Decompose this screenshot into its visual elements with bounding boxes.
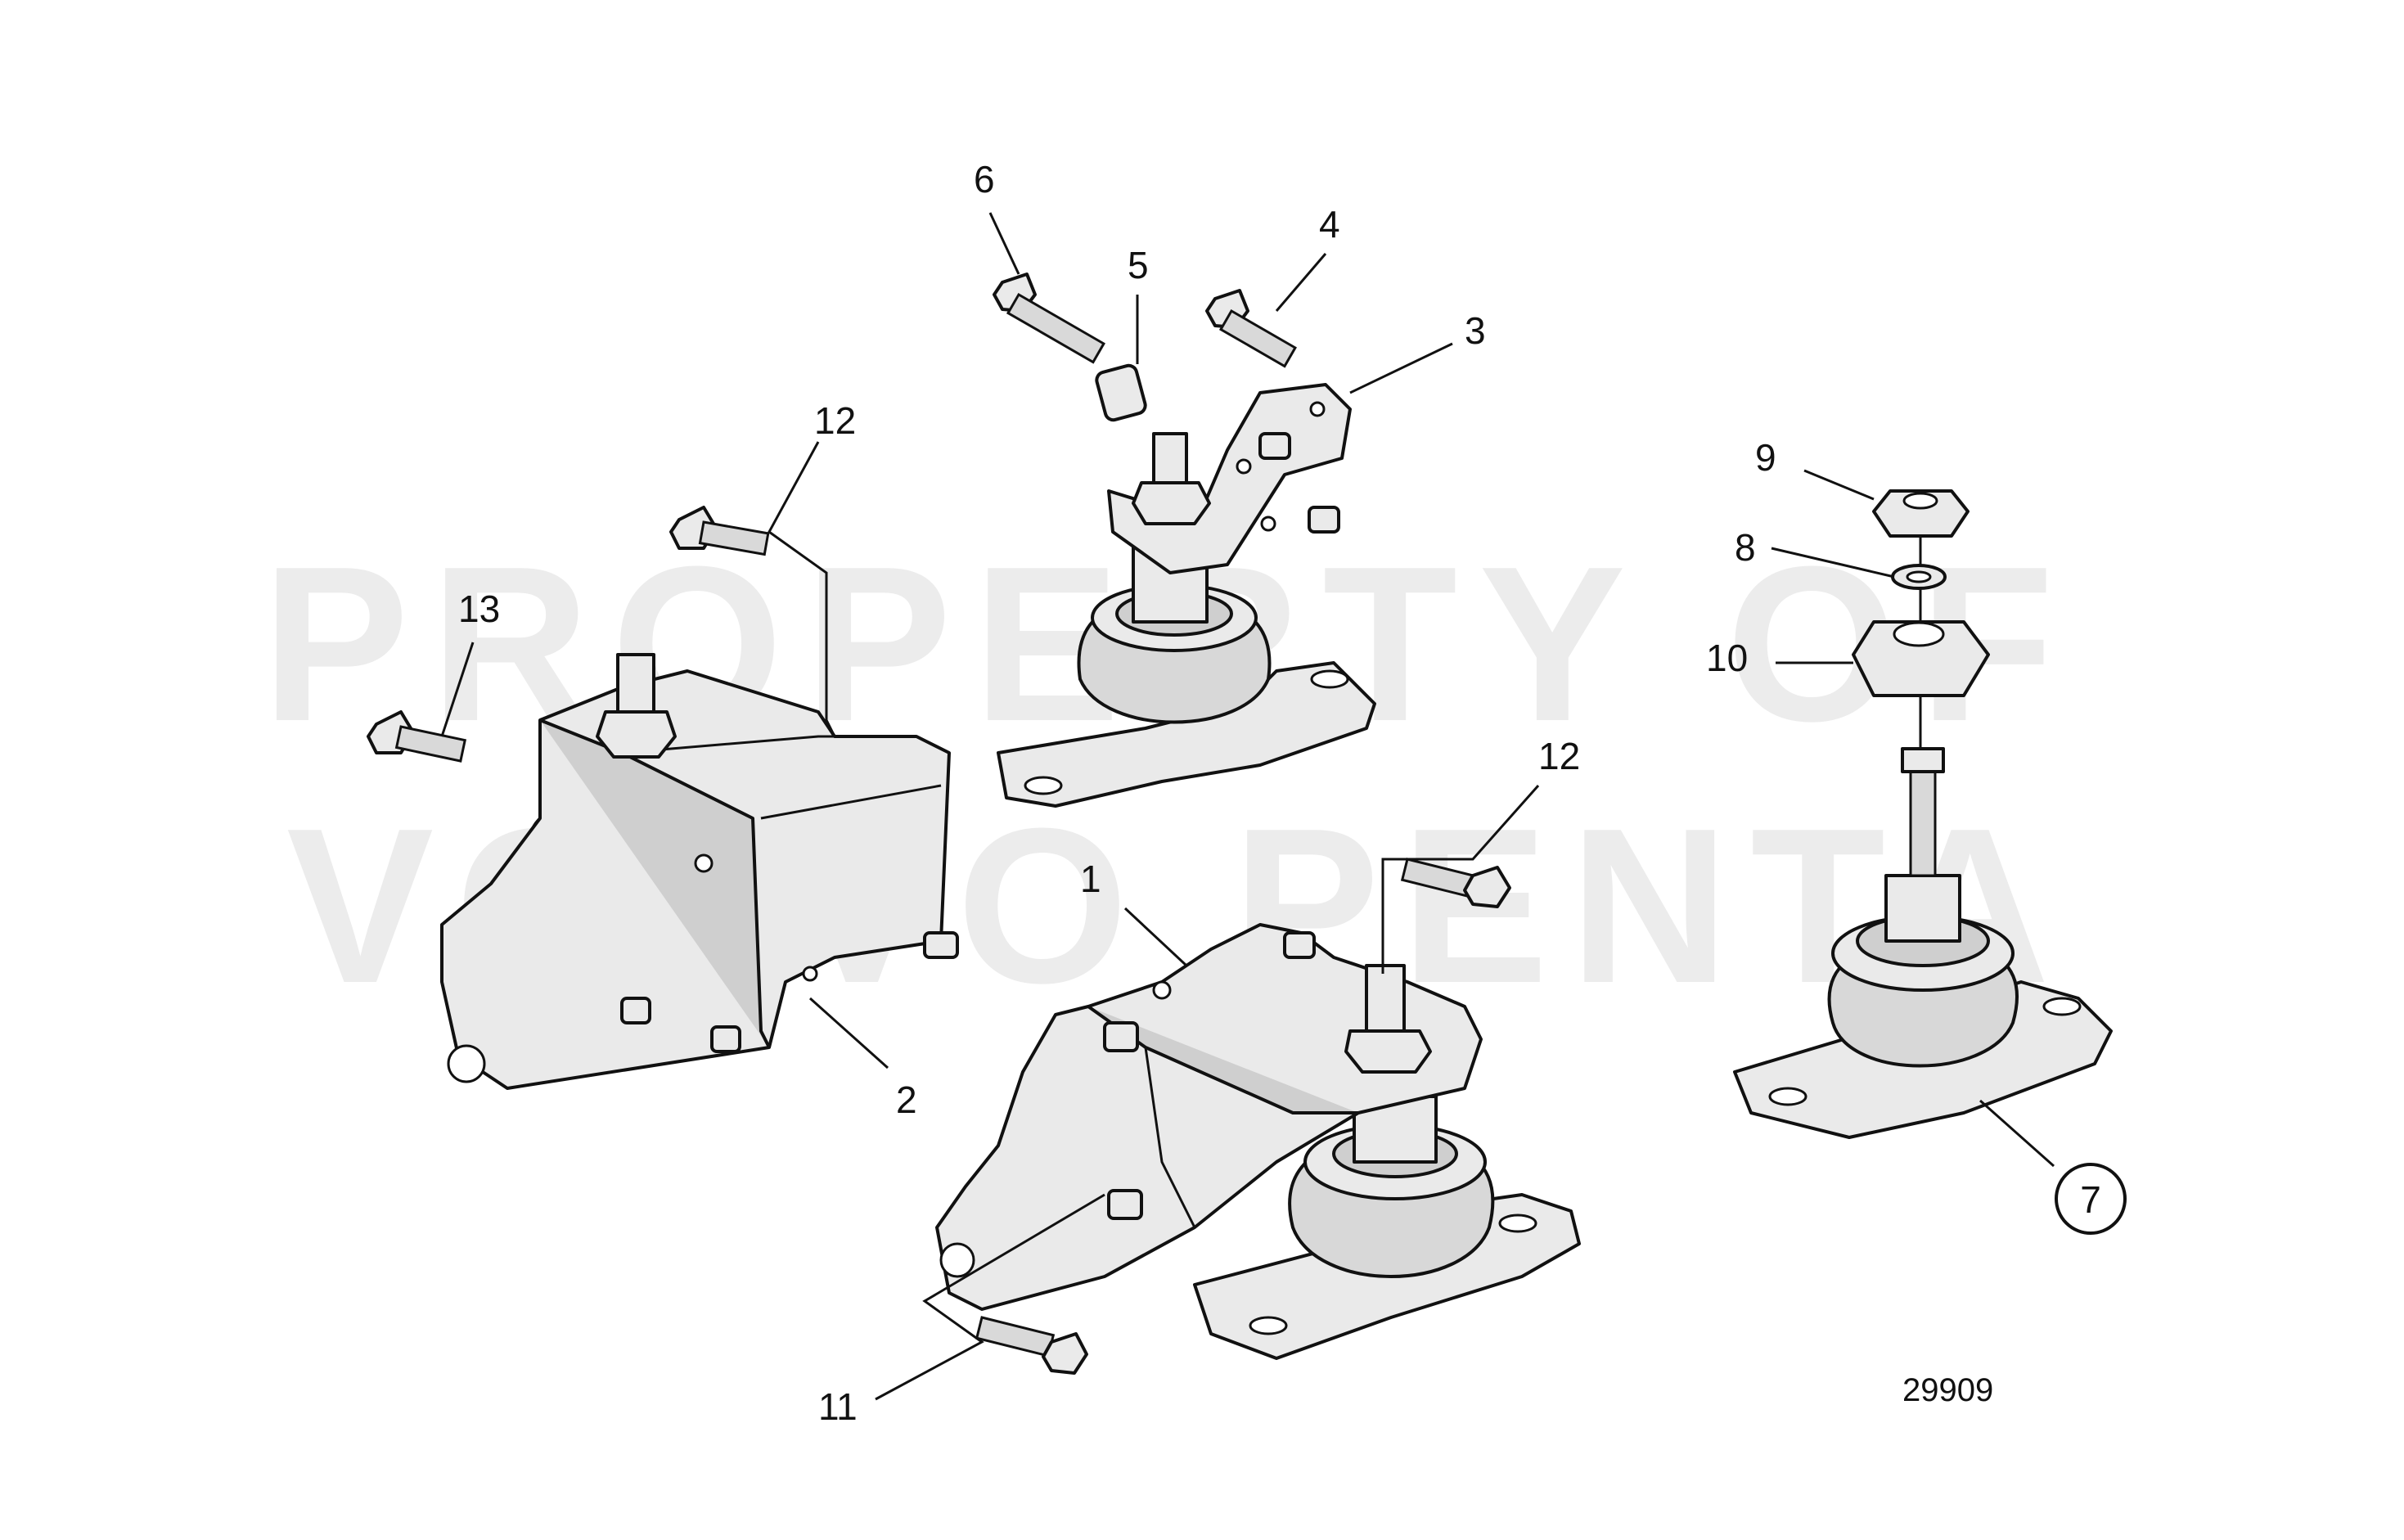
engine-mount-rubber-assembly-right	[1733, 489, 2113, 1139]
leader-2	[808, 997, 889, 1069]
leader-6	[988, 212, 1020, 275]
callout-2: 2	[896, 1078, 917, 1121]
bolt-12-upper	[669, 506, 770, 556]
engine-mount-upper-assembly	[997, 383, 1376, 808]
callout-10: 10	[1706, 637, 1748, 679]
callout-labels: 6 5 4 3 12 13 2 1 12 11 9 8 10 7	[458, 158, 2127, 1428]
drawing-number: 29909	[1902, 1372, 1993, 1408]
leader-12-upper	[768, 441, 836, 737]
leader-13	[440, 642, 475, 737]
leader-1	[1123, 907, 1188, 967]
callout-4: 4	[1319, 203, 1340, 245]
callout-11: 11	[818, 1385, 858, 1428]
leader-3	[1349, 342, 1453, 394]
bolt-11	[975, 1316, 1088, 1375]
spacer-5	[1095, 363, 1147, 422]
leader-4	[1275, 253, 1327, 312]
bolt-6	[993, 272, 1105, 364]
leader-9	[1803, 469, 1875, 501]
callout-8: 8	[1735, 526, 1756, 569]
engine-mount-bracket-assembly-left	[440, 653, 959, 1090]
leader-12-lower	[1381, 785, 1540, 974]
leader-7	[1979, 1099, 2055, 1168]
bolt-13	[367, 710, 467, 763]
callout-7: 7	[2080, 1178, 2101, 1221]
callout-12-upper: 12	[814, 399, 856, 442]
leader-11	[875, 1193, 1105, 1401]
callout-5: 5	[1128, 244, 1149, 286]
callout-9: 9	[1755, 436, 1776, 479]
callout-1: 1	[1080, 858, 1101, 900]
callout-3: 3	[1465, 309, 1486, 352]
bolt-4	[1205, 289, 1297, 368]
bolt-12-lower	[1400, 858, 1511, 908]
callout-6: 6	[974, 158, 995, 200]
callout-12-lower: 12	[1538, 735, 1580, 777]
leader-lines	[440, 212, 2055, 1401]
callout-7-circled: 7	[2055, 1163, 2127, 1235]
callout-13: 13	[458, 588, 500, 630]
leader-8	[1771, 547, 1895, 579]
